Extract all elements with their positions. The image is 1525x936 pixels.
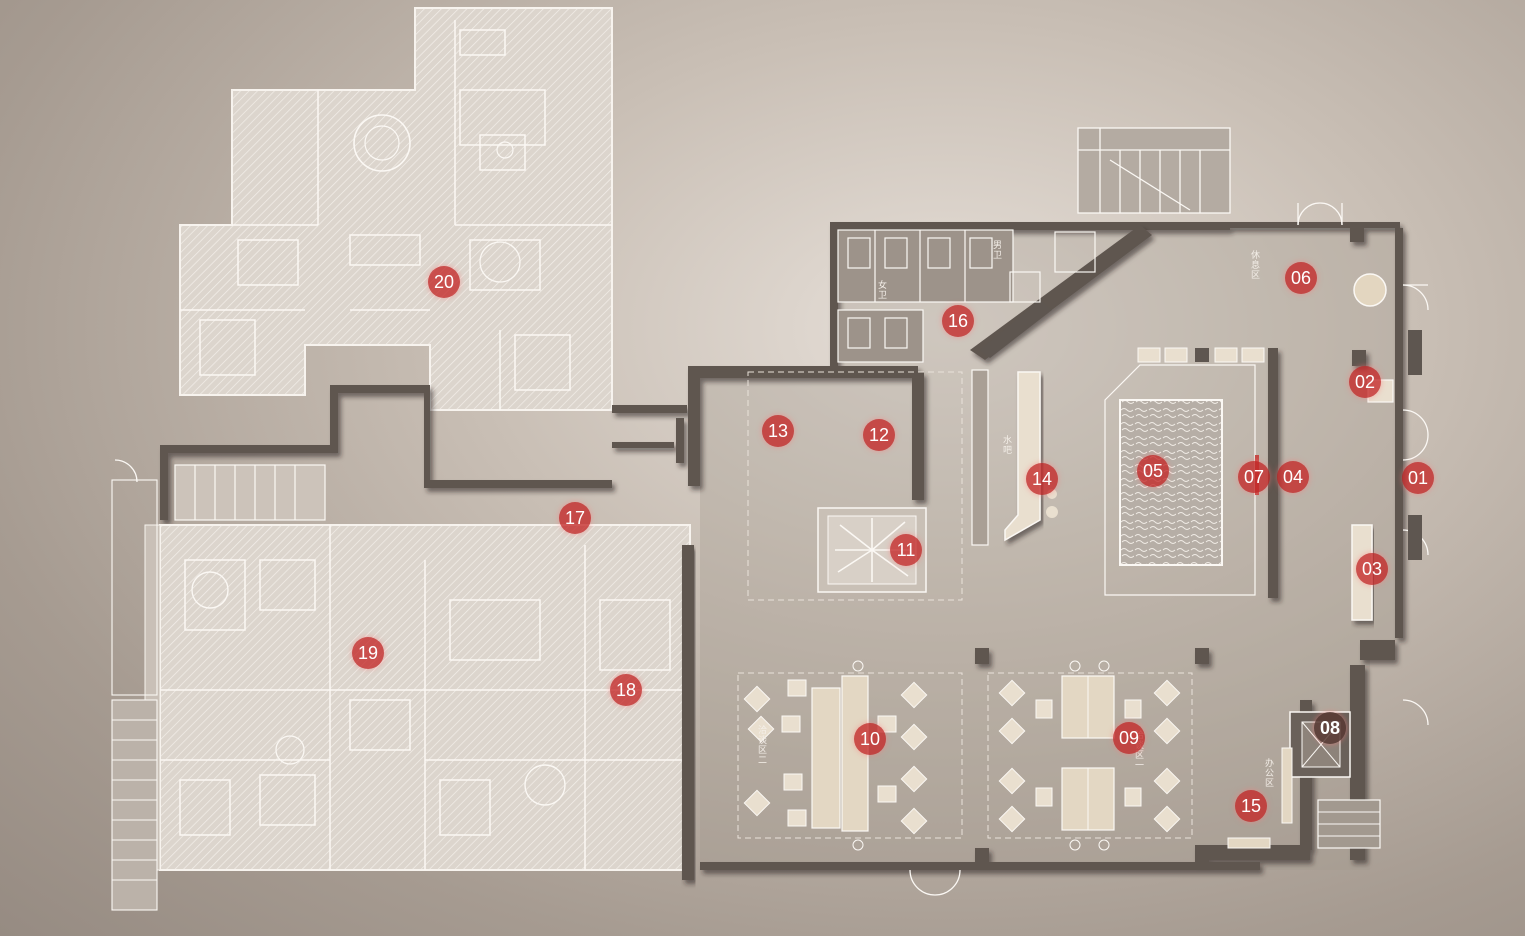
negotiation-zone-1 bbox=[852, 660, 1193, 851]
restrooms bbox=[837, 229, 1096, 363]
marker-08: 08 bbox=[1314, 712, 1346, 744]
label-negotiation-2: 洽谈区二 bbox=[756, 725, 766, 765]
marker-09: 09 bbox=[1113, 722, 1145, 754]
marker-02: 02 bbox=[1349, 366, 1381, 398]
marker-13: 13 bbox=[762, 415, 794, 447]
marker-16: 16 bbox=[942, 305, 974, 337]
label-office: 办公区 bbox=[1263, 758, 1273, 788]
stair-top bbox=[1077, 127, 1231, 214]
water-bar bbox=[971, 369, 1058, 546]
stair-lower-left bbox=[174, 464, 326, 521]
marker-04: 04 bbox=[1277, 461, 1309, 493]
negotiation-zone-2 bbox=[737, 672, 963, 839]
hall-floor bbox=[700, 225, 1400, 870]
label-female: 女卫 bbox=[876, 280, 886, 300]
label-rest: 休息区 bbox=[1249, 250, 1259, 280]
marker-03: 03 bbox=[1356, 553, 1388, 585]
label-male: 男卫 bbox=[991, 240, 1001, 260]
marker-05: 05 bbox=[1137, 455, 1169, 487]
marker-20: 20 bbox=[428, 266, 460, 298]
marker-06: 06 bbox=[1285, 262, 1317, 294]
marker-11: 11 bbox=[890, 534, 922, 566]
marker-19: 19 bbox=[352, 637, 384, 669]
sand-table bbox=[1104, 347, 1265, 596]
corridor-walls bbox=[160, 385, 687, 520]
diagonal-partition-2 bbox=[980, 300, 1052, 358]
apartment-20 bbox=[179, 7, 613, 411]
apartment-18-19 bbox=[144, 524, 691, 871]
marker-14: 14 bbox=[1026, 463, 1058, 495]
marker-12: 12 bbox=[863, 419, 895, 451]
marker-01: 01 bbox=[1402, 462, 1434, 494]
apartment-right-wall bbox=[682, 545, 694, 880]
marker-10: 10 bbox=[854, 723, 886, 755]
label-bar: 水吧 bbox=[1001, 435, 1011, 455]
marker-18: 18 bbox=[610, 674, 642, 706]
stair-outside-left bbox=[111, 479, 158, 911]
marker-17: 17 bbox=[559, 502, 591, 534]
marker-15: 15 bbox=[1235, 790, 1267, 822]
marker-07: 07 bbox=[1238, 461, 1270, 493]
doors bbox=[114, 202, 1429, 896]
